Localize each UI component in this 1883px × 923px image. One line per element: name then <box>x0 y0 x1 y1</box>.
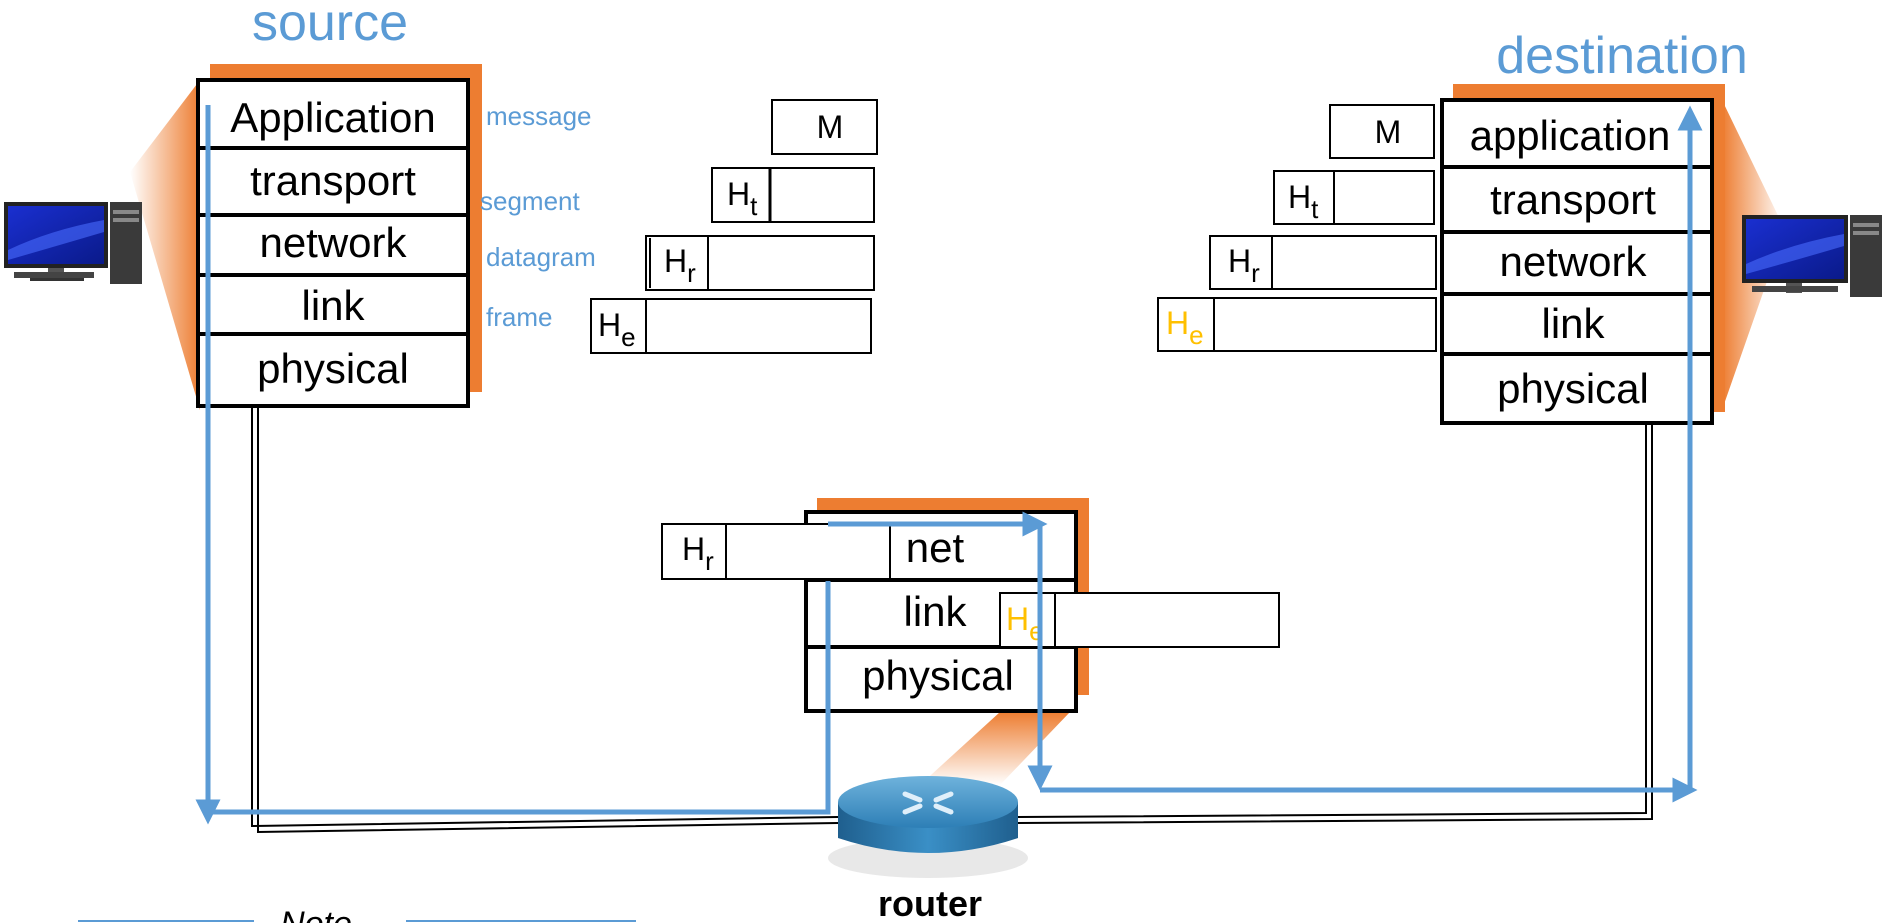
svg-text:Ht: Ht <box>1288 179 1319 224</box>
svg-text:Hr: Hr <box>682 531 714 576</box>
router-datagram-pdu: Hr <box>661 523 891 580</box>
destination-datagram-pdu: Hr <box>1209 235 1437 290</box>
router-title: router <box>878 883 982 923</box>
pdu-label-segment: segment <box>480 186 580 216</box>
router-fan <box>920 712 1070 785</box>
destination-layer-application: application <box>1470 112 1671 159</box>
source-layer-application: Application <box>230 94 435 141</box>
svg-text:Ht: Ht <box>727 176 758 221</box>
router-layer-physical: physical <box>862 652 1014 699</box>
destination-pdus: M Ht Hr He <box>1157 104 1437 352</box>
source-layer-link: link <box>301 282 365 329</box>
destination-message-pdu: M <box>1329 104 1435 159</box>
svg-text:He: He <box>1166 305 1204 350</box>
svg-text:Hr: Hr <box>1228 243 1260 288</box>
destination-layer-physical: physical <box>1497 365 1649 412</box>
destination-layer-transport: transport <box>1490 176 1656 223</box>
pdu-label-message: message <box>486 101 592 131</box>
source-layer-network: network <box>259 219 407 266</box>
destination-computer-icon <box>1742 215 1882 297</box>
source-computer-icon <box>4 202 142 284</box>
source-pdus: M Ht Hr He <box>590 99 878 354</box>
pdu-labels: message segment datagram frame <box>480 101 596 332</box>
physical-links <box>251 406 1653 834</box>
router-layer-link: link <box>903 588 967 635</box>
destination-layer-link: link <box>1541 300 1605 347</box>
destination-stack: application transport network link physi… <box>1440 98 1714 425</box>
svg-text:He: He <box>598 307 636 352</box>
svg-text:M: M <box>817 109 844 145</box>
source-fan <box>130 80 200 410</box>
router-layer-net: net <box>906 524 965 571</box>
note-label: Note <box>280 905 352 923</box>
destination-title: destination <box>1496 27 1748 85</box>
pdu-label-datagram: datagram <box>486 242 596 272</box>
source-segment-pdu: Ht <box>711 167 875 223</box>
svg-text:Hr: Hr <box>664 243 696 288</box>
source-title: source <box>252 0 408 52</box>
destination-segment-pdu: Ht <box>1273 170 1435 225</box>
source-host: source Application transport network lin… <box>4 0 482 410</box>
source-layer-physical: physical <box>257 345 409 392</box>
source-layer-transport: transport <box>250 157 416 204</box>
source-frame-pdu: He <box>590 298 872 354</box>
destination-layer-network: network <box>1499 238 1647 285</box>
router-node: net link physical Hr He ro <box>661 498 1280 923</box>
destination-host: destination application transport networ… <box>1440 27 1882 425</box>
source-stack: Application transport network link physi… <box>196 78 470 408</box>
source-datagram-pdu: Hr <box>645 235 875 291</box>
source-message-pdu: M <box>771 99 878 155</box>
router-frame-pdu: He <box>999 592 1280 648</box>
svg-text:M: M <box>1375 114 1402 150</box>
router-icon: router <box>828 776 1028 923</box>
data-flow-path <box>195 105 1703 825</box>
note-divider: Note <box>78 905 636 923</box>
destination-frame-pdu: He <box>1157 297 1437 352</box>
pdu-label-frame: frame <box>486 302 552 332</box>
